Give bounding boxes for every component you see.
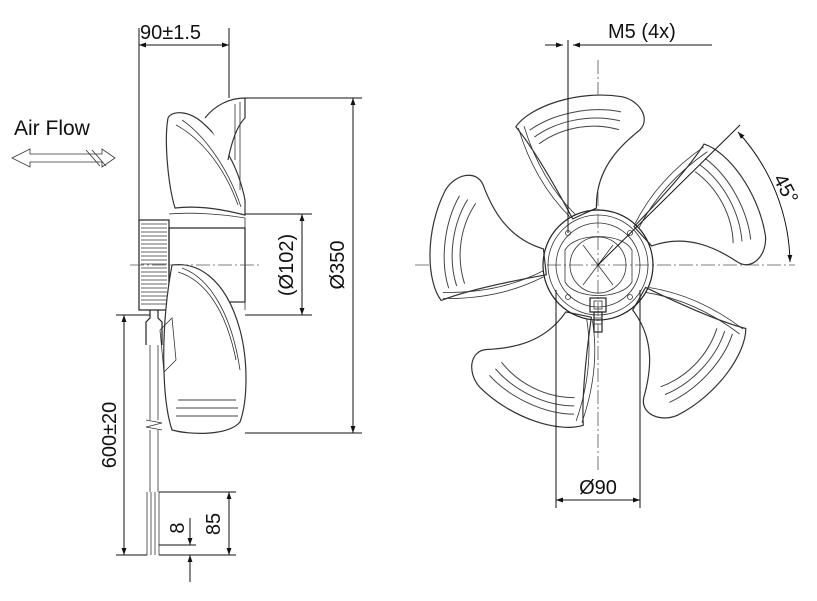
dim-angle-label: 45° (768, 171, 802, 208)
side-blade-lower (159, 263, 247, 434)
front-view: M5 (4x) 45° Ø90 (415, 21, 802, 508)
dim-screw (545, 40, 712, 233)
side-view: Air Flow (11, 22, 362, 582)
dim-hub-label: (Ø102) (276, 234, 298, 296)
dim-cable-length (116, 314, 150, 556)
dim-depth-label: 90±1.5 (140, 22, 201, 44)
dim-strip-long (159, 491, 236, 556)
hub (542, 209, 654, 321)
dim-strip-short-label: 8 (167, 522, 189, 533)
cable-gland (589, 297, 607, 333)
dim-bolt-circle-label: Ø90 (579, 477, 617, 499)
impeller-blades (429, 94, 767, 428)
impeller-blade (515, 94, 645, 220)
dim-strip-long-label: 85 (203, 513, 225, 535)
dim-angle (597, 124, 793, 266)
impeller-blade (429, 174, 547, 302)
cable (145, 310, 163, 555)
side-blade-upper (165, 97, 246, 216)
dim-hub (245, 213, 312, 316)
dim-depth (138, 28, 230, 220)
air-flow-arrow (11, 148, 116, 168)
dim-outer (245, 97, 362, 434)
impeller-blade (633, 143, 767, 266)
dim-outer-label: Ø350 (327, 241, 349, 290)
dim-cable-length-label: 600±20 (99, 402, 121, 469)
impeller-blade (471, 311, 596, 428)
dim-bolt-circle (555, 290, 641, 508)
dim-screw-label: M5 (4x) (608, 21, 676, 43)
air-flow-label: Air Flow (14, 117, 91, 140)
impeller-blade (631, 286, 747, 419)
